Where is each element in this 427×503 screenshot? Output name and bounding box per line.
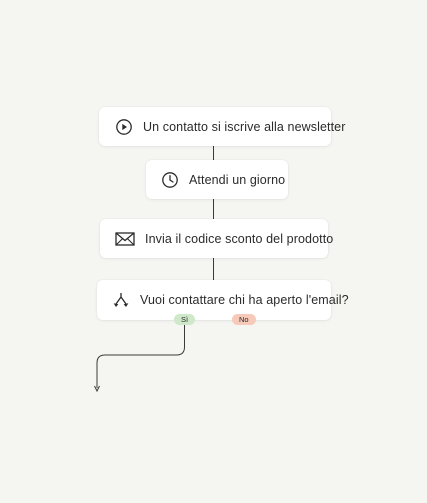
connector-1 <box>213 146 214 160</box>
wait-step-card[interactable]: Attendi un giorno <box>146 160 288 199</box>
condition-step-card[interactable]: Vuoi contattare chi ha aperto l'email? <box>97 280 349 320</box>
send-email-step-label: Invia il codice sconto del prodotto <box>145 231 334 246</box>
clock-icon <box>162 171 178 188</box>
no-branch-badge[interactable]: No <box>232 314 256 325</box>
no-branch-label: No <box>239 315 249 324</box>
connector-3 <box>213 258 214 280</box>
yes-branch-label: Sì <box>181 315 189 324</box>
envelope-icon <box>115 231 135 246</box>
yes-branch-badge[interactable]: Sì <box>174 314 196 325</box>
wait-step-label: Attendi un giorno <box>189 172 286 187</box>
trigger-step-card[interactable]: Un contatto si iscrive alla newsletter <box>99 107 345 146</box>
send-email-step-card[interactable]: Invia il codice sconto del prodotto <box>100 219 333 258</box>
branch-icon <box>113 293 129 307</box>
condition-step-label: Vuoi contattare chi ha aperto l'email? <box>140 293 349 307</box>
trigger-step-label: Un contatto si iscrive alla newsletter <box>143 119 346 134</box>
play-icon <box>116 118 132 135</box>
connector-2 <box>213 199 214 219</box>
